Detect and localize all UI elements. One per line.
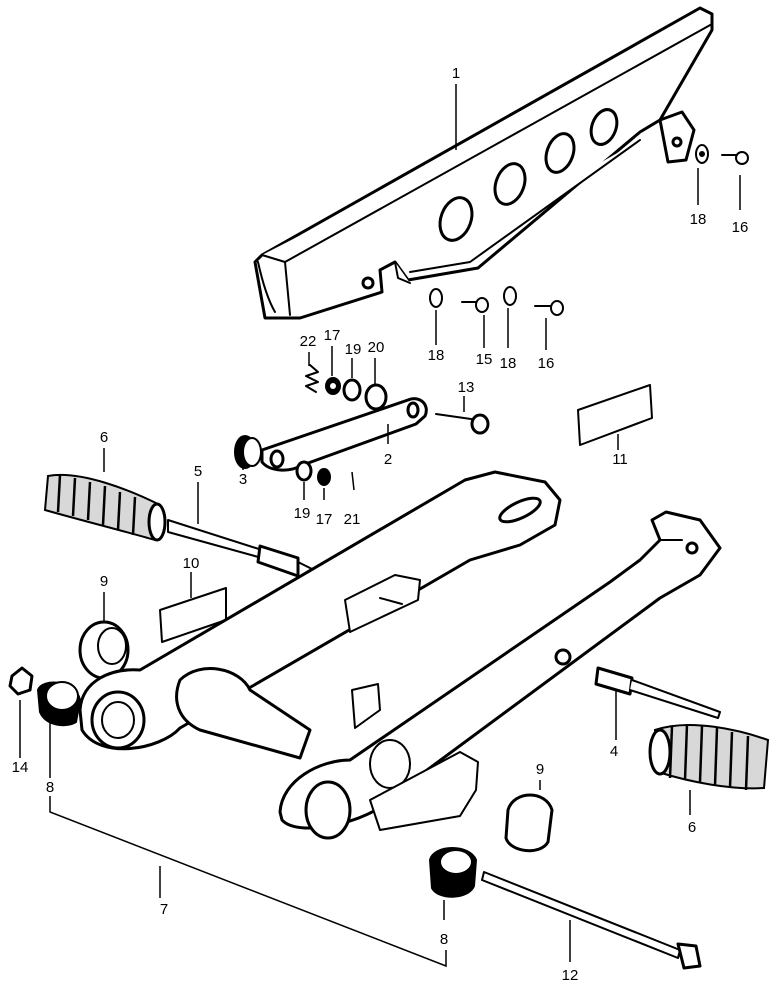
chain-case [253, 6, 714, 320]
bolt-15 [461, 297, 489, 313]
washer-18-center [503, 286, 517, 306]
nut-17-lower [317, 468, 331, 486]
bolt-16-upper-right [721, 151, 749, 165]
callout-9-right: 9 [536, 761, 544, 778]
leader-lines [19, 84, 741, 968]
washer-18-upper-right [695, 144, 709, 164]
callout-12: 12 [562, 967, 579, 984]
callout-1: 1 [452, 65, 460, 82]
callout-3: 3 [239, 471, 247, 488]
callout-20: 20 [368, 339, 385, 356]
bush-8-left [36, 681, 82, 727]
callout-18-center: 18 [500, 355, 517, 372]
callout-17-upper: 17 [324, 327, 341, 344]
callout-16-center: 16 [538, 355, 555, 372]
label-sticker-11 [577, 384, 653, 446]
callout-21: 21 [344, 511, 361, 528]
callout-14: 14 [12, 759, 29, 776]
callout-6-right: 6 [688, 819, 696, 836]
callout-8-right: 8 [440, 931, 448, 948]
collar-9-right [504, 793, 554, 853]
bush-8-right [428, 847, 478, 898]
callout-13: 13 [458, 379, 475, 396]
swingarm [78, 470, 722, 840]
callout-10: 10 [183, 555, 200, 572]
callout-labels: 1 2 3 4 5 6 6 7 8 8 9 9 10 11 12 13 14 1… [12, 65, 749, 984]
callout-18-left: 18 [428, 347, 445, 364]
washer-18-left [429, 288, 443, 308]
callout-2: 2 [384, 451, 392, 468]
bolt-16-center [534, 300, 564, 316]
callout-17-lower: 17 [316, 511, 333, 528]
callout-15: 15 [476, 351, 493, 368]
callout-16-upper: 16 [732, 219, 749, 236]
bolt-13 [435, 413, 490, 435]
cotter-pin-21 [351, 471, 355, 491]
washer-19-upper [342, 378, 362, 402]
callout-18-upper: 18 [690, 211, 707, 228]
callout-22: 22 [300, 333, 317, 350]
callout-19-upper: 19 [345, 341, 362, 358]
torque-link [260, 397, 428, 472]
footpeg-rubber-right [648, 723, 770, 791]
nut-17-upper [325, 377, 341, 395]
callout-6-left: 6 [100, 429, 108, 446]
rubber-bush-3 [234, 435, 262, 469]
callout-7: 7 [160, 901, 168, 918]
nut-14 [8, 666, 34, 696]
callout-11: 11 [612, 451, 628, 468]
washer-20 [364, 383, 388, 411]
callout-5: 5 [194, 463, 202, 480]
footpeg-rubber-left [43, 473, 167, 542]
callout-8-left: 8 [46, 779, 54, 796]
callout-4: 4 [610, 743, 618, 760]
pivot-bolt-12 [481, 871, 702, 970]
washer-19-lower [295, 460, 313, 482]
callout-9-left: 9 [100, 573, 108, 590]
spring-22 [305, 364, 319, 393]
callout-19-lower: 19 [294, 505, 311, 522]
footpeg-bolt-4 [594, 666, 721, 719]
